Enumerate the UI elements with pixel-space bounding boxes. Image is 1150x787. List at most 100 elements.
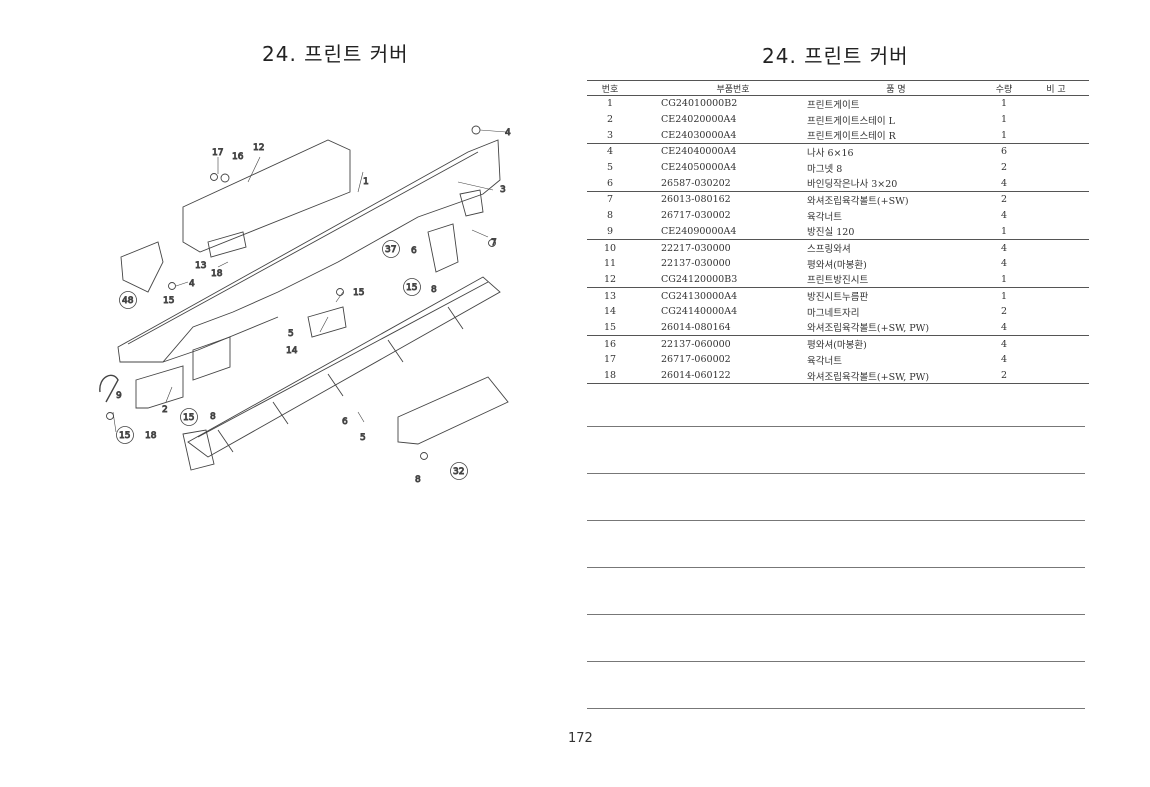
cell-name: 바인딩작은나사 3×20	[805, 175, 985, 193]
washer-16	[220, 173, 230, 183]
cell-qty: 4	[985, 319, 1023, 337]
cell-part-no: 26587-030202	[633, 175, 805, 193]
dust-press-plate	[207, 231, 247, 258]
cell-name: 마그네트자리	[807, 307, 860, 319]
cell-name: 평와셔(마봉환)	[807, 340, 867, 352]
page-number: 172	[568, 731, 593, 746]
callout-5b: 5	[360, 433, 366, 443]
cell-name: 스프링와셔	[807, 244, 851, 256]
cell-no: 11	[603, 258, 617, 270]
callout-15b: 15	[353, 288, 364, 298]
cell-no: 6	[587, 175, 633, 193]
callout-12: 12	[253, 143, 264, 153]
callout-4b: 4	[189, 279, 195, 289]
cell-qty: 1	[985, 271, 1023, 289]
main-shaft-detail	[197, 281, 489, 453]
cell-qty: 6	[1000, 146, 1008, 158]
cell-part-no: CG24120000B3	[633, 271, 805, 289]
callout-14: 14	[286, 346, 298, 356]
lower-guard	[397, 376, 509, 445]
bolt-mid	[336, 288, 344, 296]
cell-part-no: CG24140000A4	[661, 306, 738, 318]
bolt-top-right	[471, 125, 481, 135]
cell-name: 방진시트누름판	[807, 292, 869, 304]
ref-circle-37: 37	[385, 245, 396, 255]
cell-name: 와셔조립육각볼트(+SW, PW)	[805, 367, 985, 385]
cell-remark	[1023, 240, 1089, 256]
callout-8b: 8	[210, 412, 216, 422]
cell-name: 방진실 120	[805, 223, 985, 241]
cell-no: 13	[603, 290, 617, 302]
cell-remark	[1023, 367, 1089, 385]
blank-row-line	[587, 661, 1085, 662]
blank-row-line	[587, 614, 1085, 615]
callout-1: 1	[363, 177, 369, 187]
callout-17: 17	[212, 148, 223, 158]
cell-no: 18	[587, 367, 633, 385]
ref-circle-15c: 15	[119, 431, 130, 441]
cell-qty: 4	[985, 175, 1023, 193]
cell-qty: 1	[1000, 114, 1008, 126]
cell-name: 프린트게이트	[807, 99, 860, 111]
ref-circle-32: 32	[453, 467, 464, 477]
callout-9: 9	[116, 391, 122, 401]
cell-no: 2	[606, 114, 614, 126]
leader-lines	[112, 129, 507, 433]
cell-name: 와셔조립육각볼트(+SW)	[807, 195, 909, 207]
cell-no: 14	[603, 306, 617, 318]
cell-qty: 4	[1000, 242, 1008, 254]
cell-remark	[1023, 223, 1089, 241]
cell-remark	[1023, 208, 1089, 224]
cell-part-no: 26717-060002	[661, 354, 731, 366]
callout-5a: 5	[288, 329, 294, 339]
cell-name: 육각너트	[807, 355, 842, 367]
cell-name: 평와셔(마봉환)	[807, 259, 867, 271]
cell-no: 17	[603, 354, 617, 366]
ref-circle-15b: 15	[183, 413, 194, 423]
cell-no: 16	[603, 338, 617, 350]
print-cover-body	[117, 139, 501, 363]
bolt-18	[106, 412, 114, 420]
cell-part-no: 22137-030000	[661, 258, 731, 270]
cell-remark	[1023, 271, 1089, 289]
callout-6a: 6	[411, 246, 417, 256]
callout-2: 2	[162, 405, 168, 415]
cell-part-no: 26013-080162	[661, 194, 731, 206]
cell-remark	[1023, 127, 1089, 145]
cell-qty: 2	[985, 367, 1023, 385]
callout-3: 3	[500, 185, 506, 195]
cell-part-no: 26014-080164	[633, 319, 805, 337]
cell-no: 10	[603, 242, 617, 254]
nut-17	[210, 173, 218, 181]
cell-remark	[1023, 304, 1089, 320]
cell-remark	[1023, 256, 1089, 272]
cell-no: 12	[587, 271, 633, 289]
cell-qty: 4	[1000, 210, 1008, 222]
cell-qty: 2	[1000, 162, 1008, 174]
table-header-row: 번호 부품번호 품 명 수량 비 고	[587, 80, 1089, 96]
cell-part-no: CE24020000A4	[661, 114, 737, 126]
header-part-no: 부품번호	[633, 80, 805, 96]
cell-no: 5	[606, 162, 614, 174]
cell-part-no: CG24010000B2	[661, 98, 738, 110]
callout-6b: 6	[342, 417, 348, 427]
rear-cover-flap	[192, 336, 231, 381]
cell-remark	[1023, 352, 1089, 368]
print-cover-edge	[127, 151, 479, 363]
handle	[99, 374, 119, 403]
blank-row-line	[587, 520, 1085, 521]
callout-8c: 8	[415, 475, 421, 485]
cell-remark	[1023, 288, 1089, 304]
callout-7: 7	[491, 238, 497, 248]
left-page-title: 24. 프린트 커버	[262, 42, 409, 66]
ref-circle-48: 48	[122, 296, 134, 306]
cell-remark	[1023, 144, 1089, 160]
